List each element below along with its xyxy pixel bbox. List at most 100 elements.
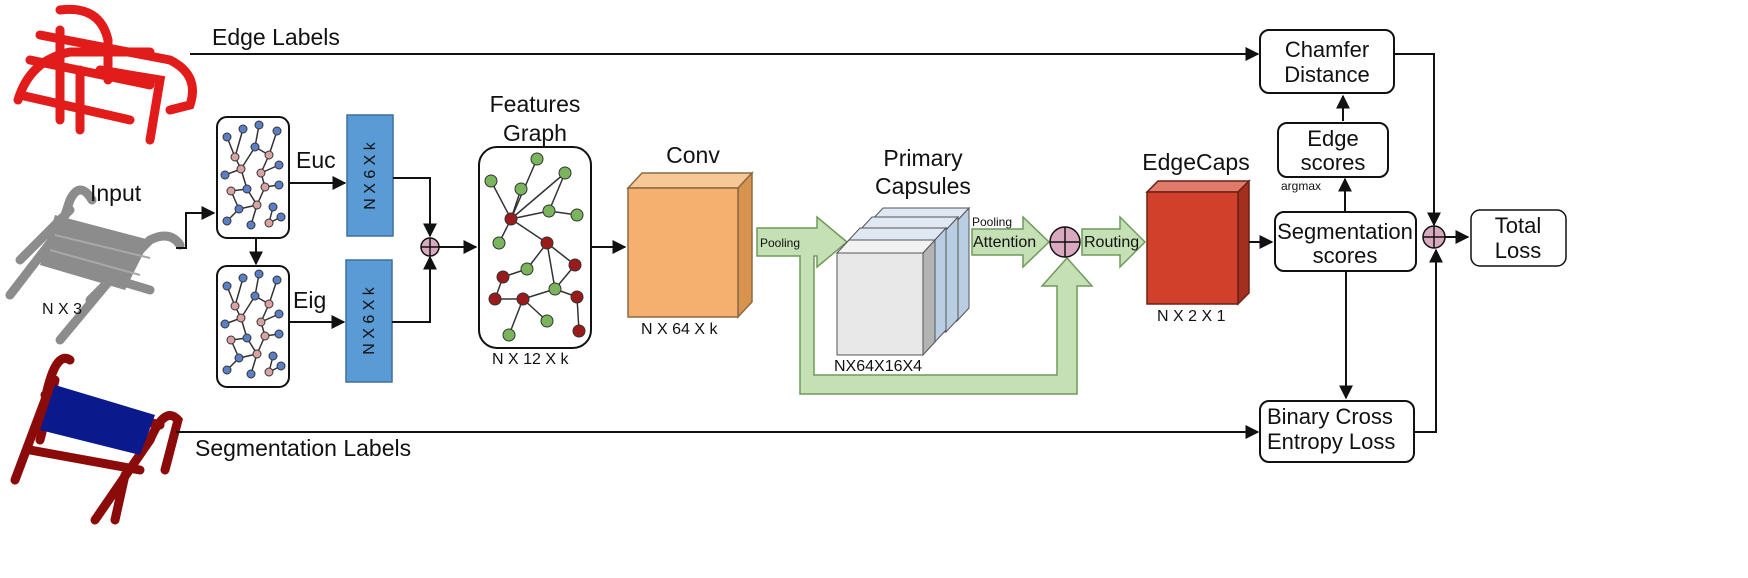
graph-node xyxy=(540,314,554,328)
features-graph-title-line2: Graph xyxy=(503,120,567,146)
graph-node xyxy=(226,186,236,196)
conv-title: Conv xyxy=(666,142,720,168)
graph-node xyxy=(250,291,260,301)
graph-node xyxy=(222,365,232,375)
input-model-image xyxy=(5,185,185,345)
graph-node xyxy=(264,150,274,160)
graph-node xyxy=(496,270,510,284)
graph-node xyxy=(222,281,232,291)
pooling-small-text: Pooling xyxy=(972,215,1012,229)
graph-node xyxy=(558,166,572,180)
segmentation-label-model-image xyxy=(10,353,183,525)
input-text: Input xyxy=(90,180,142,206)
graph-node xyxy=(274,309,284,319)
graph-node xyxy=(256,317,266,327)
eig-to-sum-arrow xyxy=(392,255,437,323)
graph-node xyxy=(568,258,582,272)
graph-node xyxy=(222,216,232,226)
edgecaps-block xyxy=(1145,179,1251,306)
total-loss-line1: Total xyxy=(1495,213,1541,238)
graph-node xyxy=(540,236,554,250)
loss-sum-node xyxy=(1422,225,1446,249)
pooling-text: Pooling xyxy=(760,236,800,250)
graph-node xyxy=(242,333,252,343)
attention-arrow xyxy=(971,215,1051,269)
graph-node xyxy=(520,262,534,276)
bce-to-total-arrow xyxy=(1414,248,1443,433)
graph-node xyxy=(230,301,240,311)
graph-node xyxy=(572,324,586,338)
edge-scores-line1: Edge xyxy=(1307,126,1358,151)
graph-node xyxy=(254,269,264,279)
eig-dim-text: N X 6 X k xyxy=(361,286,378,355)
graph-node xyxy=(268,202,278,212)
graph-node xyxy=(542,204,556,218)
edge-label-model-image xyxy=(13,4,197,145)
segmentation-labels-text: Segmentation Labels xyxy=(195,435,411,461)
graph-node xyxy=(274,180,284,190)
graph-node xyxy=(570,290,584,304)
graph-node xyxy=(246,369,256,379)
edge-labels-text: Edge Labels xyxy=(212,24,340,50)
bce-line1: Binary Cross xyxy=(1267,404,1393,429)
graph-node xyxy=(236,313,246,323)
graph-node xyxy=(548,282,562,296)
features-graph-title-line1: Features xyxy=(490,91,581,117)
eig-text: Eig xyxy=(293,287,326,313)
graph-node xyxy=(256,168,266,178)
attention-sum-node xyxy=(1049,226,1081,258)
features-graph xyxy=(478,146,592,349)
graph-node xyxy=(274,160,284,170)
graph-node xyxy=(260,182,270,192)
graph-node xyxy=(272,126,282,136)
primary-capsules-title-line1: Primary xyxy=(883,145,963,171)
euc-to-sum-arrow xyxy=(393,177,437,238)
graph-node xyxy=(252,200,262,210)
graph-node xyxy=(514,182,528,196)
edgecaps-dim-text: N X 2 X 1 xyxy=(1157,308,1226,325)
euc-graph xyxy=(216,116,290,239)
chamfer-distance-box: Chamfer Distance xyxy=(1259,29,1395,94)
eig-graph xyxy=(216,265,290,388)
euc-dim-block: N X 6 X k xyxy=(346,114,394,237)
graph-node xyxy=(516,292,530,306)
graph-edge xyxy=(510,218,548,244)
graph-node xyxy=(272,275,282,285)
chamfer-line1: Chamfer xyxy=(1285,37,1369,62)
routing-arrow xyxy=(1081,215,1147,269)
graph-node xyxy=(492,236,506,250)
routing-text: Routing xyxy=(1084,234,1139,251)
segmentation-scores-box: Segmentation scores xyxy=(1274,211,1417,272)
graph-edge xyxy=(546,242,556,290)
graph-node xyxy=(260,331,270,341)
chamfer-line2: Distance xyxy=(1284,62,1370,87)
edge-scores-line2: scores xyxy=(1301,150,1366,175)
graph-node xyxy=(264,218,274,228)
graph-node xyxy=(252,349,262,359)
primary-capsules-dim-text: NX64X16X4 xyxy=(834,358,922,375)
graph-node xyxy=(254,120,264,130)
bce-line2: Entropy Loss xyxy=(1267,429,1395,454)
graph-node xyxy=(264,367,274,377)
graph-node xyxy=(276,212,286,222)
conv-dim-text: N X 64 X k xyxy=(641,321,718,338)
eig-dim-block: N X 6 X k xyxy=(345,259,393,383)
total-loss-line2: Loss xyxy=(1495,238,1541,263)
input-to-graph-arrow xyxy=(176,206,216,249)
graph-node xyxy=(222,132,232,142)
graph-node xyxy=(220,319,230,329)
graph-node xyxy=(226,335,236,345)
graph-node xyxy=(530,152,544,166)
graph-node xyxy=(274,329,284,339)
graph-node xyxy=(246,220,256,230)
graph-node xyxy=(268,351,278,361)
graph-node xyxy=(264,299,274,309)
features-graph-dim-text: N X 12 X k xyxy=(492,351,569,368)
graph-node xyxy=(570,208,584,222)
concat-sum-node xyxy=(420,237,440,257)
primary-capsules-block xyxy=(835,206,971,357)
graph-node xyxy=(236,164,246,174)
edgecaps-title: EdgeCaps xyxy=(1142,149,1249,175)
graph-edge xyxy=(490,180,512,220)
